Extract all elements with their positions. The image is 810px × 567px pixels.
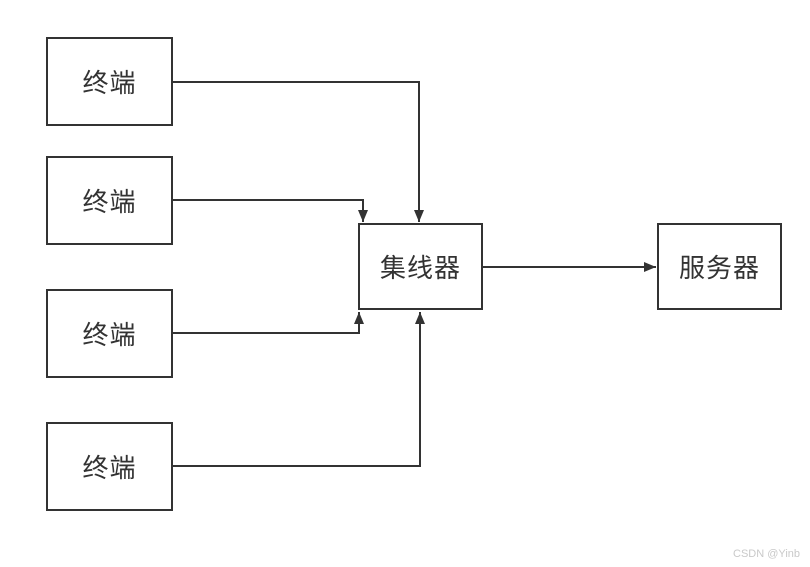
node-terminal-2-label: 终端 [82, 187, 137, 217]
node-hub: 集线器 [358, 223, 483, 310]
watermark: CSDN @Yinb [733, 548, 800, 560]
node-terminal-3: 终端 [46, 289, 173, 378]
edge-terminal4-to-hub [173, 312, 425, 467]
node-hub-label: 集线器 [379, 253, 461, 283]
node-terminal-4-label: 终端 [82, 453, 137, 483]
node-terminal-1-label: 终端 [82, 68, 137, 98]
edge-terminal1-to-hub [173, 81, 424, 222]
node-terminal-3-label: 终端 [82, 320, 137, 350]
edge-terminal3-to-hub [173, 312, 364, 334]
node-server-label: 服务器 [678, 253, 760, 283]
edge-terminal2-to-hub [173, 199, 368, 222]
node-terminal-4: 终端 [46, 422, 173, 511]
node-server: 服务器 [657, 223, 782, 310]
node-terminal-2: 终端 [46, 156, 173, 245]
node-terminal-1: 终端 [46, 37, 173, 126]
